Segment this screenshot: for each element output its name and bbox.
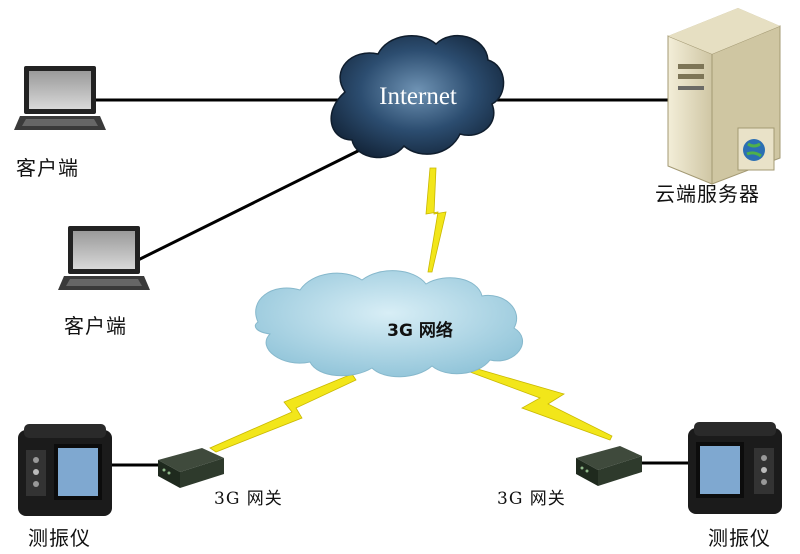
vibrometer-left-label: 测振仪 — [28, 526, 91, 550]
wireless-bolt-left-gateway — [209, 373, 357, 453]
gateway-left-label: 3G 网关 — [214, 489, 283, 509]
internet-label: Internet — [379, 83, 457, 110]
link-client-bottom-internet — [133, 144, 369, 264]
client-bottom-label: 客户端 — [64, 314, 127, 338]
internet-cloud: Internet — [330, 35, 505, 159]
laptop-icon-top — [14, 66, 106, 130]
gateway-right-label: 3G 网关 — [497, 489, 566, 509]
client-top-label: 客户端 — [16, 156, 79, 180]
network-3g-cloud: 3G 网络 — [254, 270, 524, 378]
server-icon — [667, 8, 781, 185]
vibrometer-icon-right — [688, 422, 782, 514]
wireless-bolt-internet-3g — [425, 167, 447, 273]
wireless-bolt-right-gateway — [469, 367, 613, 441]
vibrometer-right-label: 测振仪 — [708, 526, 771, 550]
vibrometer-icon-left — [18, 424, 112, 516]
laptop-icon-bottom — [58, 226, 150, 290]
gateway-icon-right — [576, 446, 642, 486]
links — [96, 98, 690, 467]
cloud-server-label: 云端服务器 — [655, 182, 760, 206]
wireless-links — [209, 167, 613, 453]
gateway-icon-left — [158, 448, 224, 488]
network-3g-label: 3G 网络 — [387, 320, 453, 341]
